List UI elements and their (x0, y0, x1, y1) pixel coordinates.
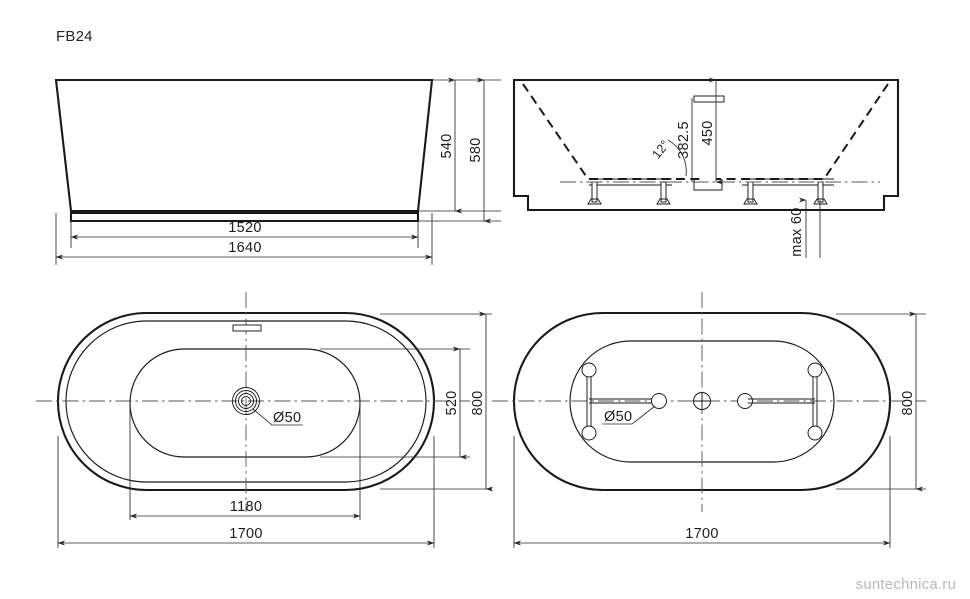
side-drain-sump (693, 179, 723, 191)
front-dim-1640-text: 1640 (228, 240, 261, 256)
bottom-dim-1700-text: 1700 (685, 526, 718, 542)
side-angle-leader (667, 139, 687, 177)
bottom-drain-right (737, 393, 753, 409)
side-dim-382-text: 382.5 (676, 121, 692, 159)
plan-drain (232, 387, 260, 415)
side-dim-450-text: 450 (700, 120, 716, 145)
side-inner-profile-left (522, 83, 700, 180)
bottom-plan-view: Ø50 800 1700 (492, 292, 926, 548)
plan-drain-leader (252, 408, 303, 426)
front-elevation-view: 540 580 1520 1640 (54, 77, 501, 265)
side-angle-text: 12° (650, 138, 673, 162)
bottom-drain-left (651, 393, 667, 409)
plan-dim-800-text: 800 (470, 390, 486, 415)
bottom-drain-center (693, 392, 711, 410)
side-leg-2 (656, 181, 671, 205)
plan-overflow-slot (232, 324, 262, 332)
site-watermark: suntechnica.ru (855, 576, 956, 593)
front-dim-1520-text: 1520 (228, 220, 261, 236)
side-maxfoot-text: max 60 (789, 207, 805, 256)
side-inner-profile-right (716, 83, 889, 180)
plan-dim-1180-text: 1180 (230, 499, 262, 515)
top-plan-view: Ø50 520 800 1180 1700 (36, 292, 494, 548)
front-dim-540-text: 540 (439, 133, 455, 158)
plan-bowl-opening (129, 348, 361, 458)
bottom-dim-800-text: 800 (900, 390, 916, 415)
bottom-frame-left (581, 362, 656, 441)
side-elevation-view: 382.5 450 12° max 60 (512, 77, 900, 258)
bottom-frame-right (748, 362, 823, 441)
plan-dim-1700-text: 1700 (229, 526, 262, 542)
bottom-drain-label: Ø50 (604, 409, 632, 425)
page-title: FB24 (56, 28, 93, 45)
front-dim-580-text: 580 (468, 137, 484, 162)
side-overflow-fitting (693, 95, 725, 103)
plan-drain-label: Ø50 (273, 410, 301, 426)
plan-dim-520-text: 520 (444, 390, 460, 415)
bottom-drain-leader (602, 405, 656, 425)
front-body-outline (54, 78, 434, 213)
side-body-outline (512, 78, 900, 212)
